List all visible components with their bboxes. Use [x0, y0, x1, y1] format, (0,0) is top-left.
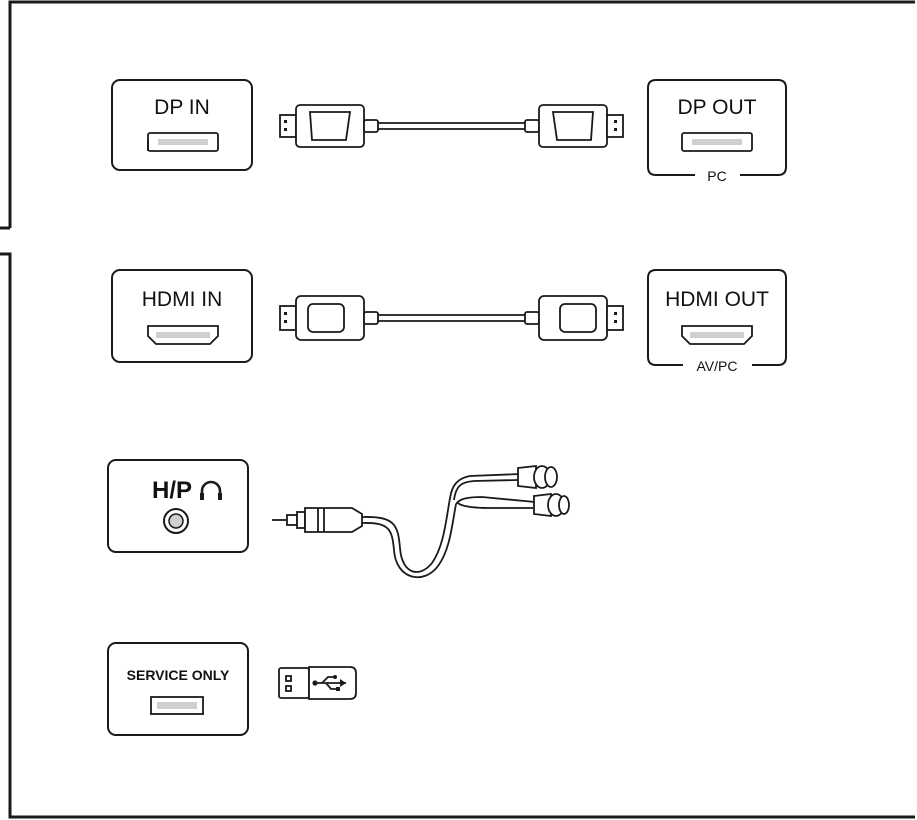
headphone-icon: [200, 480, 222, 500]
hdmi-out-label: HDMI OUT: [665, 288, 769, 311]
service-label: SERVICE ONLY: [127, 667, 230, 683]
dp-in-port: DP IN: [111, 79, 253, 171]
hdmi-cable: [279, 295, 624, 341]
dp-out-port: DP OUT PC: [647, 79, 787, 184]
dp-out-label: DP OUT: [678, 96, 757, 119]
hp-label: H/P: [152, 477, 192, 504]
service-port: SERVICE ONLY: [107, 642, 249, 736]
hdmi-out-sublabel: AV/PC: [697, 358, 738, 374]
hdmi-in-port: HDMI IN: [111, 269, 253, 363]
usb-plug: [278, 666, 357, 700]
headphone-port: H/P: [107, 459, 249, 553]
usb-symbol-icon: [312, 675, 346, 691]
headphone-cable: [272, 464, 570, 579]
dp-in-label: DP IN: [154, 96, 210, 119]
hdmi-in-label: HDMI IN: [142, 288, 223, 311]
hdmi-out-port: HDMI OUT AV/PC: [647, 269, 787, 374]
frame-bottom: [0, 252, 915, 819]
frame-top: [8, 0, 915, 228]
dp-cable: [279, 104, 624, 148]
dp-out-sublabel: PC: [707, 168, 726, 184]
